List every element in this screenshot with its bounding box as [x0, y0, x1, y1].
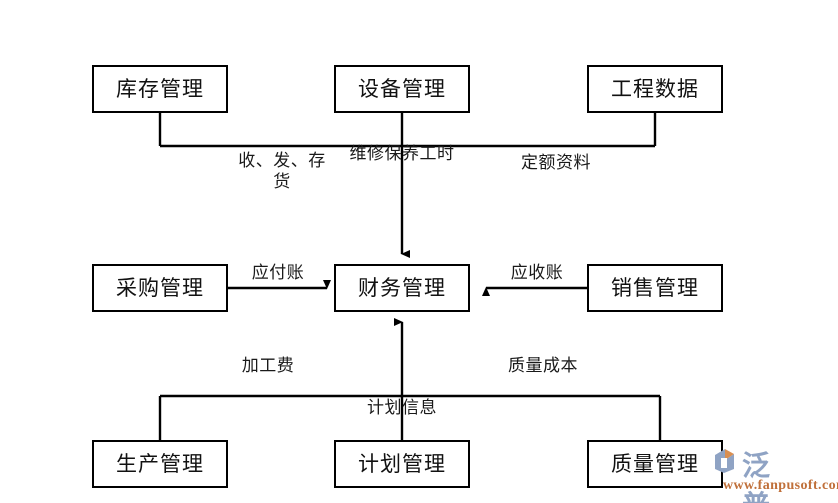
node-production[interactable]: 生产管理: [92, 440, 228, 488]
edge-label-quality: 质量成本: [508, 356, 578, 375]
node-inventory[interactable]: 库存管理: [92, 65, 228, 113]
node-purchasing[interactable]: 采购管理: [92, 264, 228, 312]
edge-label-equipment: 维修保养工时: [349, 144, 455, 163]
edge-label-planning: 计划信息: [367, 398, 437, 417]
node-sales[interactable]: 销售管理: [587, 264, 723, 312]
node-engineering[interactable]: 工程数据: [587, 65, 723, 113]
node-planning[interactable]: 计划管理: [334, 440, 470, 488]
edge-label-sales: 应收账: [510, 263, 564, 282]
node-quality[interactable]: 质量管理: [587, 440, 723, 488]
edge-label-production: 加工费: [241, 356, 295, 375]
node-finance[interactable]: 财务管理: [334, 264, 470, 312]
node-equipment[interactable]: 设备管理: [334, 65, 470, 113]
edge-label-engineering: 定额资料: [521, 153, 591, 172]
edge-label-purchasing: 应付账: [251, 263, 305, 282]
edge-label-inventory: 收、发、存 货: [238, 151, 326, 192]
